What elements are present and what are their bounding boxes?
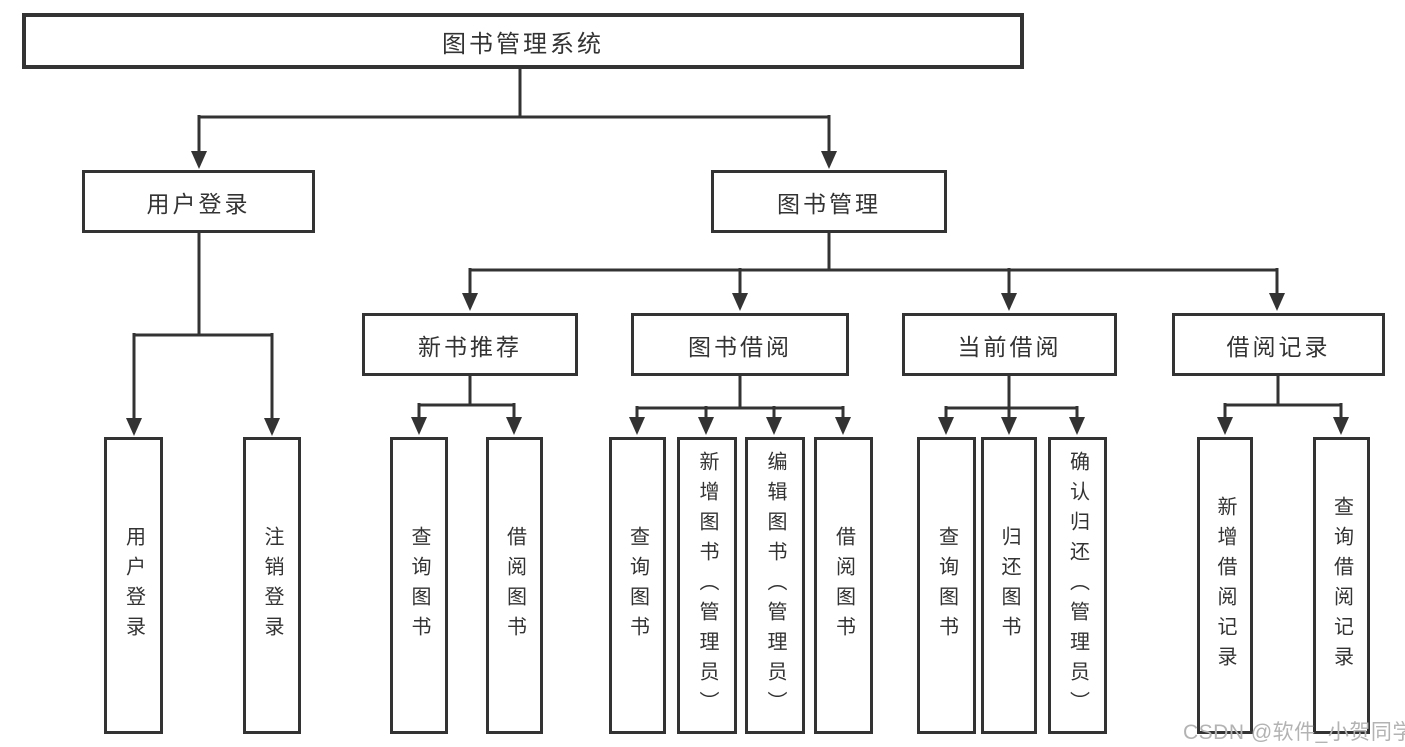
connector-root-split xyxy=(191,68,837,169)
node-records-query-record: 查询借阅记录 xyxy=(1313,437,1370,734)
connector-borrow-records-split xyxy=(1217,376,1349,435)
node-newrec-query-book-label: 查询图书 xyxy=(408,525,430,646)
node-root-label: 图书管理系统 xyxy=(442,30,604,58)
node-borrow-records-label: 借阅记录 xyxy=(1226,333,1331,360)
node-current-borrow: 当前借阅 xyxy=(902,313,1117,376)
node-user-login-label: 用户登录 xyxy=(146,190,251,217)
node-borrow-borrow-book-label: 借阅图书 xyxy=(832,525,855,646)
watermark: CSDN @软件_小贺同学 xyxy=(1183,721,1405,744)
node-leaf-logout-label: 注销登录 xyxy=(261,525,283,646)
node-borrow-records: 借阅记录 xyxy=(1172,313,1385,376)
node-borrow-borrow-book: 借阅图书 xyxy=(814,437,873,734)
node-leaf-user-login-label: 用户登录 xyxy=(122,525,145,646)
node-borrow-edit-book: 编辑图书（管理员） xyxy=(745,437,805,734)
node-current-confirm-return-label: 确认归还（管理员） xyxy=(1066,450,1089,721)
node-new-book-rec: 新书推荐 xyxy=(362,313,578,376)
node-user-login: 用户登录 xyxy=(82,170,315,233)
node-leaf-user-login: 用户登录 xyxy=(104,437,163,734)
node-book-borrow-label: 图书借阅 xyxy=(688,333,792,360)
connector-book-borrow-split xyxy=(629,376,851,435)
node-book-mgmt-label: 图书管理 xyxy=(777,190,881,217)
node-newrec-borrow-book: 借阅图书 xyxy=(486,437,543,734)
node-current-query-book-label: 查询图书 xyxy=(935,525,958,646)
node-newrec-borrow-book-label: 借阅图书 xyxy=(503,525,526,646)
connector-book-mgmt-split xyxy=(462,233,1285,311)
node-newrec-query-book: 查询图书 xyxy=(390,437,448,734)
node-borrow-edit-book-label: 编辑图书（管理员） xyxy=(764,450,786,721)
node-current-return-book: 归还图书 xyxy=(981,437,1037,734)
node-borrow-add-book: 新增图书（管理员） xyxy=(677,437,737,734)
node-borrow-query-book-label: 查询图书 xyxy=(626,525,649,646)
node-book-borrow: 图书借阅 xyxy=(631,313,849,376)
connector-new-book-rec-split xyxy=(411,376,522,435)
node-root: 图书管理系统 xyxy=(22,13,1024,69)
node-records-add-record: 新增借阅记录 xyxy=(1197,437,1253,734)
node-records-query-record-label: 查询借阅记录 xyxy=(1330,495,1353,676)
node-records-add-record-label: 新增借阅记录 xyxy=(1214,495,1236,676)
node-current-query-book: 查询图书 xyxy=(917,437,976,734)
connector-user-login-split xyxy=(126,233,280,436)
node-leaf-logout: 注销登录 xyxy=(243,437,301,734)
connector-current-borrow-split xyxy=(938,376,1085,435)
node-book-mgmt: 图书管理 xyxy=(711,170,947,233)
node-current-confirm-return: 确认归还（管理员） xyxy=(1048,437,1107,734)
node-borrow-query-book: 查询图书 xyxy=(609,437,666,734)
node-new-book-rec-label: 新书推荐 xyxy=(418,333,522,360)
node-current-borrow-label: 当前借阅 xyxy=(957,333,1062,360)
node-borrow-add-book-label: 新增图书（管理员） xyxy=(696,450,718,721)
node-current-return-book-label: 归还图书 xyxy=(998,525,1020,646)
